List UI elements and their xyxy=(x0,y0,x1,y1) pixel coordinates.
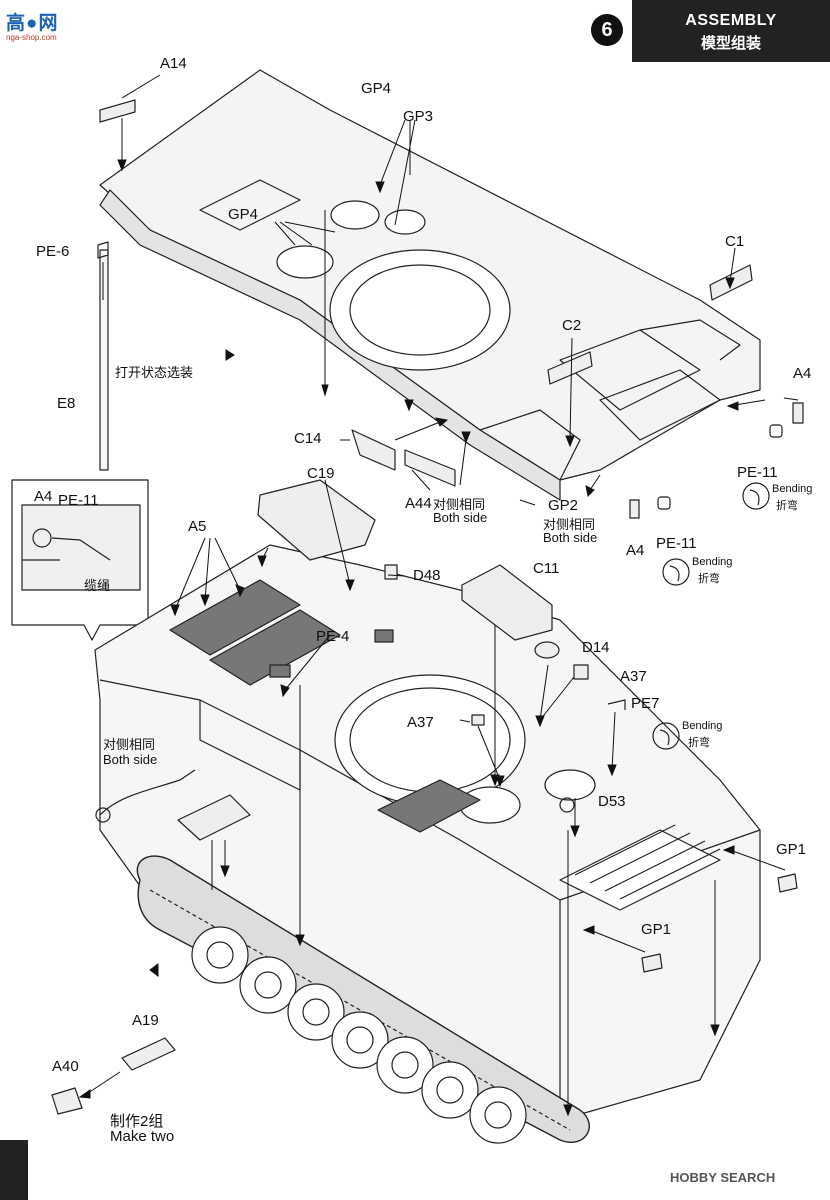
part-pe7 xyxy=(607,699,626,710)
page-corner-tab xyxy=(0,1140,28,1200)
label-a44: A44 xyxy=(405,495,432,512)
part-d53 xyxy=(559,797,575,813)
part-e8 xyxy=(99,249,109,471)
upper-hull-part xyxy=(99,69,761,501)
part-a37-right xyxy=(573,664,589,680)
part-a4-bottom xyxy=(629,499,640,519)
label-a5: A5 xyxy=(188,518,207,535)
header-title-zh: 模型组装 xyxy=(700,35,761,52)
header-title-en: ASSEMBLY xyxy=(685,12,777,29)
part-d48 xyxy=(384,564,398,580)
label-pe6: PE-6 xyxy=(36,243,70,260)
watermark: HOBBY SEARCH xyxy=(670,1170,776,1185)
label-c19: C19 xyxy=(307,465,335,482)
bending-label-en-2: Bending xyxy=(692,556,733,568)
part-fender-both-side xyxy=(177,794,251,841)
part-gp1-right xyxy=(777,873,798,893)
label-a19: A19 xyxy=(132,1012,159,1029)
note-make-two-zh: 制作2组 xyxy=(110,1113,164,1130)
step-number: 6 xyxy=(591,14,623,46)
detail-inset xyxy=(11,479,149,641)
label-gp2: GP2 xyxy=(548,497,579,514)
note-both-side-en-a44: Both side xyxy=(433,510,488,525)
label-pe4: PE-4 xyxy=(316,628,350,645)
bending-symbol-3 xyxy=(652,722,680,750)
part-pe11-bottom xyxy=(657,496,671,510)
label-a4-bottom: A4 xyxy=(626,542,645,559)
part-a37-center xyxy=(471,714,485,726)
part-pe11-right xyxy=(769,424,783,438)
label-a40: A40 xyxy=(52,1058,79,1075)
track-assembly xyxy=(136,855,590,1144)
label-gp4-mid: GP4 xyxy=(228,206,259,223)
part-cable xyxy=(95,769,196,823)
part-a14 xyxy=(99,99,136,123)
part-a44 xyxy=(404,449,456,487)
site-logo: 高●网 nga-shop.com xyxy=(6,13,59,42)
label-a4-right: A4 xyxy=(793,365,812,382)
bending-label-zh-3: 折弯 xyxy=(688,737,710,749)
note-both-side-en-fender: Both side xyxy=(103,752,158,767)
arrowheads xyxy=(78,159,739,1117)
bending-symbol-1 xyxy=(742,482,770,510)
inset-label-cable: 缆绳 xyxy=(84,578,111,593)
note-both-side-zh-gp2: 对侧相同 xyxy=(543,517,596,532)
part-c11 xyxy=(461,564,553,641)
part-a40 xyxy=(51,1087,83,1115)
label-pe11-bottom: PE-11 xyxy=(656,535,697,552)
label-d48: D48 xyxy=(413,567,441,584)
note-both-side-zh-fender: 对侧相同 xyxy=(103,737,156,752)
label-e8: E8 xyxy=(57,395,76,412)
bending-symbol-2 xyxy=(662,558,690,586)
bending-label-zh-1: 折弯 xyxy=(776,500,798,512)
bending-label-zh-2: 折弯 xyxy=(698,573,720,585)
label-c14: C14 xyxy=(294,430,322,447)
part-c14 xyxy=(351,429,396,471)
note-both-side-zh-a44: 对侧相同 xyxy=(433,497,486,512)
label-d14: D14 xyxy=(582,639,610,656)
inset-label-pe11: PE-11 xyxy=(58,492,99,509)
part-c2 xyxy=(547,351,593,385)
label-a14: A14 xyxy=(160,55,187,72)
part-a19 xyxy=(121,1037,176,1071)
assembly-arrows xyxy=(78,74,799,1117)
part-d14 xyxy=(534,641,560,659)
label-gp1-right: GP1 xyxy=(776,841,807,858)
label-d53: D53 xyxy=(598,793,626,810)
bending-label-en-3: Bending xyxy=(682,720,723,732)
label-a37-center: A37 xyxy=(407,714,434,731)
label-c1: C1 xyxy=(725,233,745,250)
label-gp3: GP3 xyxy=(403,108,434,125)
label-c2: C2 xyxy=(562,317,582,334)
label-pe11-right: PE-11 xyxy=(737,464,778,481)
note-make-two-en: Make two xyxy=(110,1128,175,1145)
label-pe7: PE7 xyxy=(631,695,660,712)
part-gp1-center xyxy=(641,953,663,973)
note-both-side-en-gp2: Both side xyxy=(543,530,598,545)
part-a4-right xyxy=(792,402,804,424)
inset-label-a4: A4 xyxy=(34,488,53,505)
label-gp1-center: GP1 xyxy=(641,921,672,938)
part-c19 xyxy=(257,479,376,561)
bending-label-en-1: Bending xyxy=(772,483,813,495)
label-c11: C11 xyxy=(533,560,560,577)
lower-hull-part xyxy=(94,544,761,1121)
label-a37-right: A37 xyxy=(620,668,647,685)
label-gp4-top: GP4 xyxy=(361,80,392,97)
header-banner: ASSEMBLY 模型组装 xyxy=(632,0,830,62)
label-open-state: 打开状态选装 xyxy=(115,365,194,380)
